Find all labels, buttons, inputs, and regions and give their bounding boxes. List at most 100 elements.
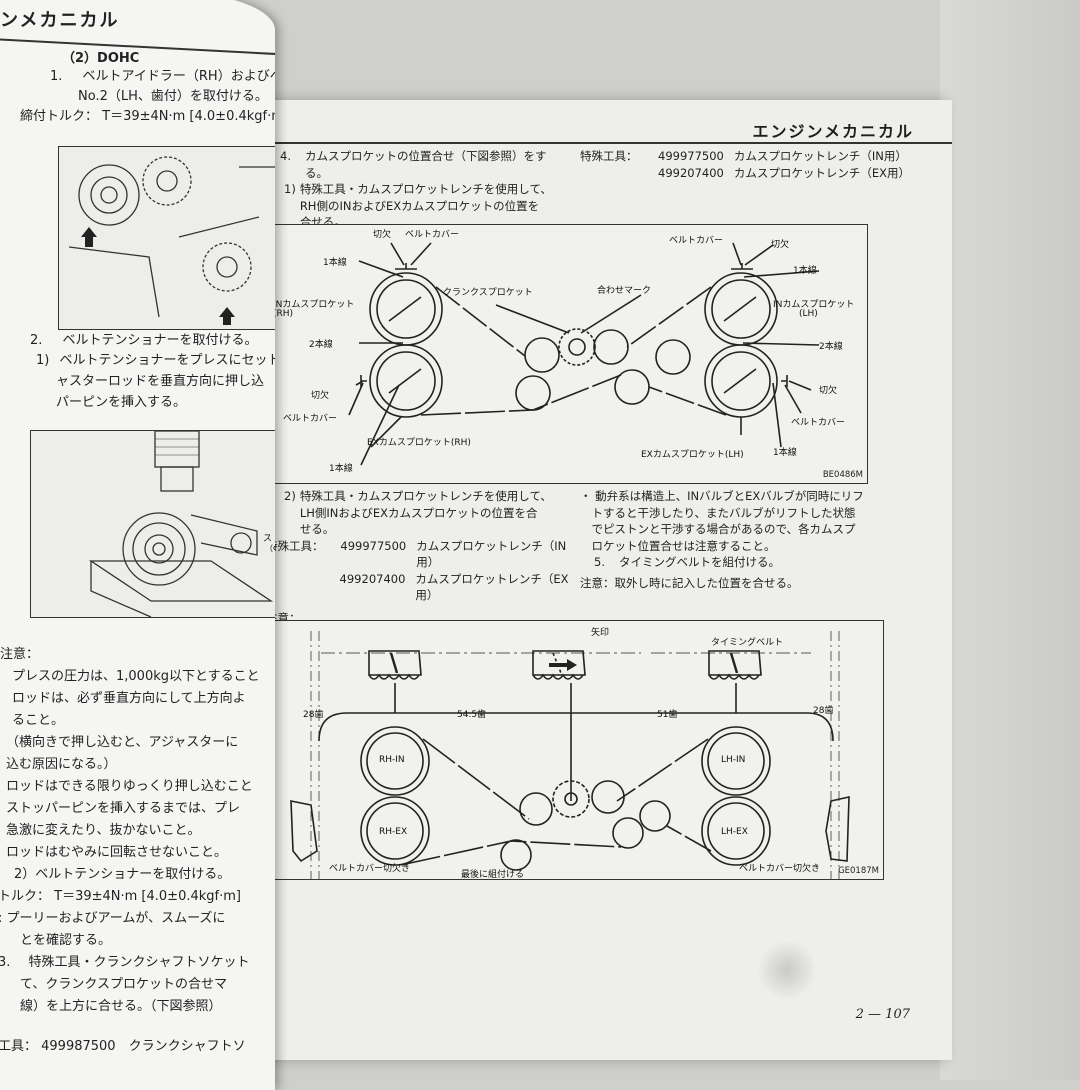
- step-5: 5. タイミングベルトを組付ける。: [594, 554, 910, 571]
- label-stopper-diameter: （Φ1.2mm）: [265, 544, 275, 553]
- label-crank-sprocket: クランクスプロケット: [443, 288, 533, 298]
- substep-text: 特殊工具・カムスプロケットレンチを使用して、: [299, 489, 552, 503]
- substep-text: ャスターロッドを垂直方向に押し込: [56, 374, 265, 389]
- label-two-lines: 2本線: [819, 342, 843, 352]
- step-3: 3. 特殊工具・クランクシャフトソケット: [0, 952, 250, 973]
- substep-number: 2): [284, 489, 296, 503]
- step-number: 1.: [50, 69, 63, 84]
- caution-line: 急激に変えたり、抜かないこと。: [6, 823, 201, 838]
- caution-line: ること。: [12, 713, 65, 728]
- step-number: 4.: [280, 149, 291, 163]
- tool-part-no: 499977500: [340, 538, 407, 553]
- tool-name: カムスプロケットレンチ（IN用）: [416, 538, 567, 570]
- step-text: ベルトテンショナーを取付ける。: [62, 333, 258, 348]
- caution-line: プレスの圧力は、1,000kg以下とすること: [12, 669, 260, 684]
- step-number: 3.: [0, 955, 11, 970]
- note-line: ロケット位置合せは注意すること。: [580, 538, 776, 553]
- note-line: でピストンと干渉する場合があるので、各カムスプ: [580, 522, 856, 536]
- special-tools-label: 特殊工具：: [580, 149, 638, 163]
- label-28-teeth: 28歯: [813, 706, 834, 716]
- label-one-line: 1本線: [323, 258, 347, 268]
- label-rh-in: RH-IN: [379, 755, 405, 765]
- step-text: ベルトアイドラー（RH）およびベル: [82, 69, 275, 84]
- caution-text: : プーリーおよびアームが、スムーズに: [0, 911, 226, 926]
- step-text: て、クランクスプロケットの合せマ: [20, 977, 227, 992]
- caution-line: ストッパーピンを挿入するまでは、プレ: [6, 801, 241, 816]
- table-surface: [940, 0, 1080, 1080]
- page-header: エンジンメカニカル: [752, 122, 914, 141]
- step-text: カムスプロケットの位置合せ（下図参照）をす: [304, 149, 547, 163]
- label-lh-in: LH-IN: [721, 755, 746, 765]
- label-28-teeth: 28歯: [303, 710, 324, 720]
- figure-belt-idler: [58, 146, 275, 330]
- label-install-last: 最後に組付ける: [461, 870, 525, 880]
- step-text: 線）を上方に合せる。（下図参照）: [20, 999, 222, 1014]
- step-4: 4. カムスプロケットの位置合せ（下図参照）をす る。 1) 特殊工具・カムスプ…: [280, 148, 580, 231]
- belt-idler-illustration: [68, 156, 275, 325]
- caution-text: 注意：取外し時に記入した位置を合せる。: [580, 575, 799, 590]
- label-alignment-mark: 合わせマーク: [597, 286, 652, 296]
- figure-code: GE0187M: [838, 866, 879, 876]
- smudge: [757, 940, 817, 1000]
- label-belt-cover: ベルトカバー: [791, 418, 846, 428]
- page-number: 2 — 107: [855, 1007, 910, 1022]
- step-text: る。: [304, 165, 328, 180]
- special-tools-label: 特殊工具：: [266, 538, 324, 553]
- substep-text: ベルトテンショナーをプレスにセット: [59, 353, 275, 368]
- label-arrow-mark: 矢印: [591, 628, 610, 638]
- label-belt-cover-notch: ベルトカバー切欠き: [329, 864, 411, 874]
- caution-line: ロッドはできる限りゆっくり押し込むこと: [6, 779, 253, 794]
- note-line: ・ 動弁系は構造上、INバルブとEXバルブが同時にリフ: [580, 489, 864, 503]
- step-text: タイミングベルトを組付ける。: [618, 555, 780, 569]
- step-number: 5.: [594, 555, 605, 569]
- special-tools-list: 特殊工具： 499977500 カムスプロケットレンチ（IN用） 4992074…: [580, 148, 910, 181]
- page-header: ンメカニカル: [0, 10, 120, 31]
- right-page: エンジンメカニカル 4. カムスプロケットの位置合せ（下図参照）をす る。 1)…: [262, 100, 952, 1060]
- substep-text: パーピンを挿入する。: [56, 395, 187, 410]
- section-title: （2）DOHC: [62, 51, 140, 66]
- substep-text: LH側INおよびEXカムスプロケットの位置を合: [299, 505, 538, 520]
- tool-part-no: 499977500: [658, 149, 724, 163]
- tool-name: カムスプロケットレンチ（EX用）: [733, 165, 911, 180]
- label-lh-ex: LH-EX: [721, 827, 748, 837]
- label-belt-cover: ベルトカバー: [283, 414, 338, 424]
- caution-line: ロッドは、必ず垂直方向にして上方向よ: [12, 691, 246, 706]
- label-lh: (LH): [799, 309, 818, 319]
- label-stopper-tool: ストッパ特殊工: [263, 534, 275, 544]
- figure-timing-belt-installation: 矢印 タイミングベルト 28歯 54.5歯 51歯 28歯 RH-IN RH-E…: [270, 620, 884, 880]
- figure-code: BE0486M: [822, 470, 863, 480]
- tool-name: カムスプロケットレンチ（IN用）: [733, 149, 907, 163]
- timing-belt-diagram: [290, 631, 850, 879]
- step-text: No.2（LH、歯付）を取付ける。: [78, 89, 268, 104]
- left-page: ンメカニカル （2）DOHC 1. ベルトアイドラー（RH）およびベル No.2…: [0, 0, 275, 1090]
- torque-spec: 締付トルク： T＝39±4N·m [4.0±0.4kgf·m]: [20, 109, 275, 124]
- label-notch: 切欠: [819, 386, 838, 396]
- header-rule: [262, 142, 952, 144]
- caution-title: 注意：: [0, 647, 40, 662]
- label-notch: 切欠: [373, 230, 392, 240]
- sprocket-diagram: [348, 242, 820, 466]
- label-belt-cover-notch: ベルトカバー切欠き: [739, 864, 821, 874]
- label-notch: 切欠: [771, 240, 790, 250]
- step-number: 2.: [30, 333, 43, 348]
- torque-spec: トルク： T＝39±4N·m [4.0±0.4kgf·m]: [0, 889, 241, 904]
- label-in-cam-sprocket-lh: INカムスプロケット: [773, 300, 855, 310]
- tensioner-press-illustration: [88, 430, 274, 618]
- step-text: 特殊工具・クランクシャフトソケット: [28, 955, 250, 970]
- label-rh-ex: RH-EX: [379, 827, 408, 837]
- label-belt-cover: ベルトカバー: [405, 230, 460, 240]
- label-timing-belt: タイミングベルト: [711, 638, 784, 648]
- tool-name: カムスプロケットレンチ（EX用）: [415, 571, 569, 603]
- tool-part-no: 499207400: [339, 571, 406, 586]
- substep-text: 特殊工具・カムスプロケットレンチを使用して、: [299, 182, 552, 196]
- caution-line: 込む原因になる。）: [6, 757, 117, 772]
- label-rh: (RH): [273, 309, 294, 319]
- label-ex-cam-sprocket-rh: EXカムスプロケット(RH): [367, 438, 471, 448]
- figure-cam-sprocket-alignment: 切欠 ベルトカバー 1本線 INカムスプロケット (RH) 2本線 切欠 ベルト…: [270, 224, 868, 484]
- substep-number: 1): [36, 353, 50, 368]
- label-belt-cover: ベルトカバー: [669, 236, 724, 246]
- label-51-teeth: 51歯: [657, 710, 678, 720]
- substep-text: せる。: [299, 522, 335, 536]
- label-ex-cam-sprocket-lh: EXカムスプロケット(LH): [641, 450, 744, 460]
- step-2-2: 2）ベルトテンショナーを取付ける。: [14, 867, 231, 882]
